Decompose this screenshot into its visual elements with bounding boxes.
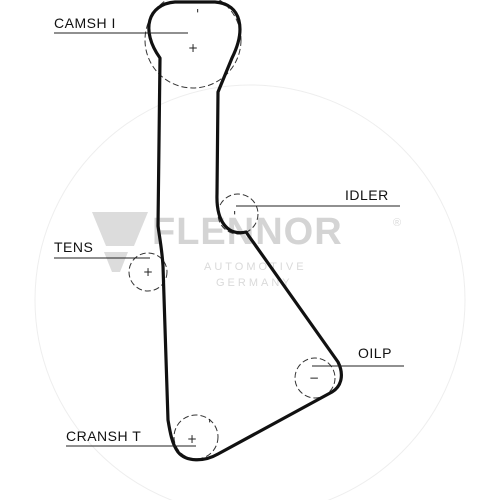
watermark: FLENNOR ® AUTOMOTIVE GERMANY [92, 211, 404, 289]
oil-pump-minus-icon: − [309, 371, 319, 385]
pulley-marks: + ' ' + − + ' [143, 7, 319, 446]
camshaft-tick-icon: ' [196, 7, 199, 21]
label-oil-pump: OILP [358, 345, 392, 361]
watermark-line2: GERMANY [216, 277, 293, 289]
camshaft-plus-icon: + [188, 41, 198, 55]
tensioner-plus-icon: + [143, 265, 153, 279]
label-crankshaft: CRANSH T [66, 428, 141, 444]
crankshaft-tick-icon: ' [208, 417, 211, 431]
label-tensioner: TENS [54, 239, 93, 255]
tensioner-pulley [128, 252, 168, 292]
component-labels: CAMSH I IDLER TENS OILP CRANSH T [54, 15, 404, 447]
crankshaft-plus-icon: + [187, 432, 197, 446]
idler-tick-icon: ' [233, 209, 236, 223]
background-marks [34, 84, 466, 500]
crankshaft-pulley [173, 414, 219, 460]
camshaft-pulley [144, 0, 242, 89]
label-camshaft: CAMSH I [54, 15, 116, 31]
watermark-line1: AUTOMOTIVE [204, 261, 307, 273]
oil-pump-pulley [294, 357, 336, 399]
watermark-registered: ® [393, 217, 404, 229]
label-idler: IDLER [345, 187, 389, 203]
pulleys [128, 0, 336, 460]
